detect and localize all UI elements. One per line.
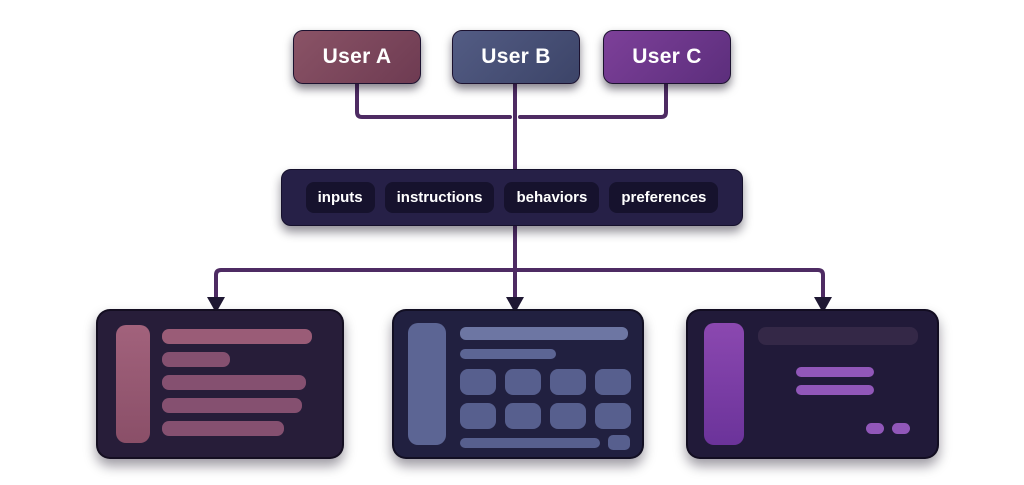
grid-cell [460,403,496,429]
grid-mockup-subtitle-bar [460,349,556,359]
detail-text-line-bar [796,385,874,395]
pipeline-tag-bar: inputs instructions behaviors preference… [281,169,743,226]
tag-inputs: inputs [305,182,375,213]
card-list-mockup [96,309,344,459]
grid-cell [505,369,541,395]
wire-to-left-card [214,268,517,302]
grid-mockup-footer-chip [608,435,630,450]
tag-behaviors: behaviors [504,182,600,213]
list-row-bar [162,375,306,390]
grid-cell [595,403,631,429]
list-row-bar [162,398,302,413]
grid-cell [505,403,541,429]
tag-preferences: preferences [609,182,719,213]
grid-cell [550,369,586,395]
detail-text-line-bar [796,367,874,377]
grid-mockup-title-bar [460,327,628,340]
tag-instructions: instructions [384,182,495,213]
grid-cell [550,403,586,429]
detail-action-chip [892,423,910,434]
user-a-box: User A [293,30,421,84]
grid-mockup-sidebar-bar [408,323,446,445]
detail-mockup-header-bar [758,327,918,345]
user-a-label: User A [322,45,392,68]
grid-mockup-footer-bar [460,438,600,448]
wire-user-a [355,80,512,119]
user-c-label: User C [632,45,702,68]
user-b-label: User B [481,45,551,68]
list-mockup-sidebar-bar [116,325,150,443]
wire-user-c [518,80,668,119]
user-c-box: User C [603,30,731,84]
list-row-bar [162,421,284,436]
card-grid-mockup [392,309,644,459]
list-row-bar [162,329,312,344]
grid-cell [460,369,496,395]
user-b-box: User B [452,30,580,84]
grid-cell [595,369,631,395]
wire-to-right-card [513,268,825,302]
detail-mockup-sidebar-bar [704,323,744,445]
detail-action-chip [866,423,884,434]
card-detail-mockup [686,309,939,459]
list-row-bar [162,352,230,367]
